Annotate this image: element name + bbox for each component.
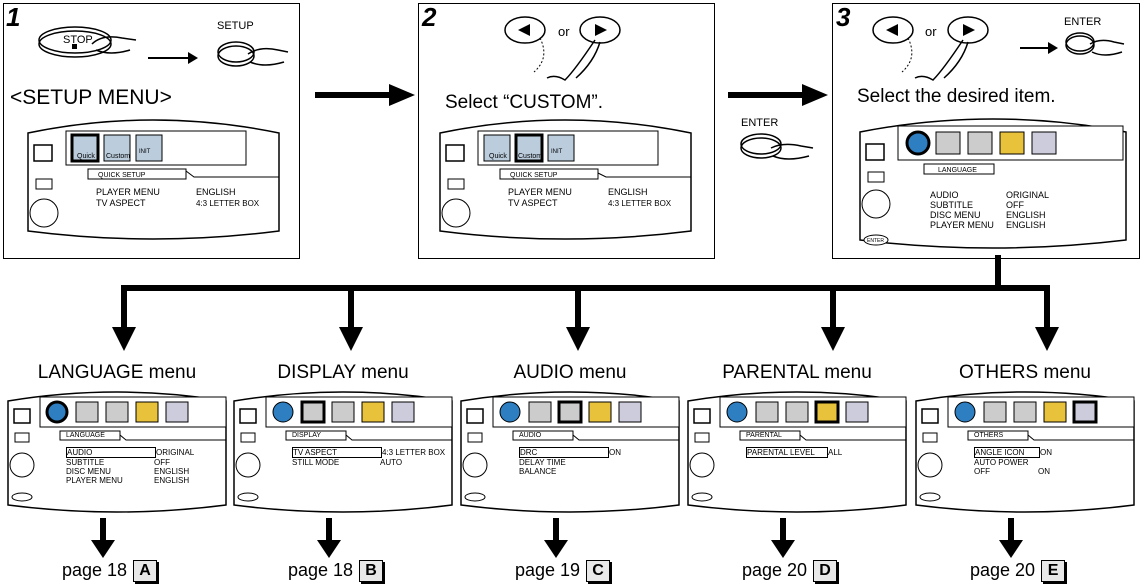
svg-text:ENTER: ENTER — [867, 238, 884, 244]
svg-text:QUICK SETUP: QUICK SETUP — [98, 172, 146, 179]
page-letter-badge: E — [1041, 560, 1066, 583]
svg-text:ENGLISH: ENGLISH — [196, 187, 236, 197]
enter-button-icon — [1065, 32, 1125, 56]
svg-text:Quick: Quick — [77, 153, 95, 160]
arrow-right-icon-2 — [1020, 42, 1058, 54]
svg-text:4:3 LETTER BOX: 4:3 LETTER BOX — [196, 199, 260, 208]
menu-down-arrow-1 — [317, 518, 341, 558]
menu-title-4: OTHERS menu — [959, 362, 1091, 383]
list-item: BALANCE — [519, 467, 557, 476]
menu-header-2: AUDIO — [519, 432, 542, 439]
left-right-buttons-icon-2 — [872, 16, 989, 81]
svg-text:TV ASPECT: TV ASPECT — [96, 198, 146, 208]
page-letter-badge: B — [359, 560, 384, 583]
menu-header-0: LANGUAGE — [66, 432, 105, 439]
menu-title-1: DISPLAY menu — [277, 362, 409, 383]
step-3-number: 3 — [836, 2, 851, 32]
menu-screen-4 — [915, 391, 1135, 513]
svg-text:Custom: Custom — [106, 153, 130, 160]
menu-title-0: LANGUAGE menu — [37, 362, 197, 383]
setup-menu-screen-1: Quick Custom INIT QUICK SETUP PLAYER MEN… — [27, 119, 280, 240]
svg-text:4:3 LETTER BOX: 4:3 LETTER BOX — [608, 199, 672, 208]
menu-header-3: PARENTAL — [746, 432, 782, 439]
menu-screen-2 — [460, 391, 680, 513]
svg-text:Quick: Quick — [489, 153, 507, 160]
svg-text:LANGUAGE: LANGUAGE — [938, 167, 977, 174]
svg-text:Custom: Custom — [518, 153, 542, 160]
step-2-or: or — [558, 24, 570, 39]
step-1-number: 1 — [6, 2, 21, 32]
menu-title-2: AUDIO menu — [513, 362, 627, 383]
menu-screen-0 — [7, 391, 227, 513]
menu-screen-3 — [687, 391, 907, 513]
flow-arrow-1-2 — [315, 84, 415, 106]
menu-header-1: DISPLAY — [292, 432, 322, 439]
flow-arrow-2-3 — [728, 84, 828, 106]
svg-text:TV ASPECT: TV ASPECT — [508, 198, 558, 208]
language-screen-3: ENTER LANGUAGE — [859, 118, 1127, 249]
select-item-caption: Select the desired item. — [857, 86, 1056, 107]
menu-down-arrow-2 — [544, 518, 568, 558]
menu-title-3: PARENTAL menu — [722, 362, 872, 383]
step-3-enter-label: ENTER — [1064, 16, 1102, 28]
list-item: DELAY TIME — [519, 458, 566, 467]
stop-label: STOP — [63, 34, 93, 46]
svg-text:INIT: INIT — [551, 149, 563, 155]
enter-button-icon-2 — [740, 133, 814, 160]
page-letter-badge: D — [813, 560, 838, 583]
left-right-buttons-icon — [504, 16, 621, 81]
setup-menu-caption: <SETUP MENU> — [10, 86, 172, 109]
menu-down-arrow-0 — [91, 518, 115, 558]
page-letter-badge: C — [586, 560, 611, 583]
svg-text:PLAYER MENU: PLAYER MENU — [96, 187, 160, 197]
svg-text:INIT: INIT — [139, 149, 151, 155]
menu-header-4: OTHERS — [974, 432, 1004, 439]
step-3-or: or — [925, 24, 937, 39]
step-2-number: 2 — [422, 2, 437, 32]
setup-button-icon — [217, 41, 289, 67]
menu-screen-1 — [233, 391, 453, 513]
svg-text:ENGLISH: ENGLISH — [608, 187, 648, 197]
menu-down-arrow-4 — [999, 518, 1023, 558]
stop-button-icon — [38, 26, 137, 58]
setup-label: SETUP — [217, 20, 254, 32]
select-custom-caption: Select “CUSTOM”. — [445, 92, 604, 113]
distribution-arrows — [112, 255, 1059, 351]
setup-menu-screen-2: Quick Custom INIT QUICK SETUP PLAYER MEN… — [439, 119, 692, 240]
svg-text:QUICK SETUP: QUICK SETUP — [510, 172, 558, 179]
enter-label-between: ENTER — [741, 117, 779, 129]
menu-down-arrow-3 — [771, 518, 795, 558]
svg-text:PLAYER MENU: PLAYER MENU — [508, 187, 572, 197]
arrow-right-icon — [148, 52, 198, 64]
page-letter-badge: A — [133, 560, 158, 583]
